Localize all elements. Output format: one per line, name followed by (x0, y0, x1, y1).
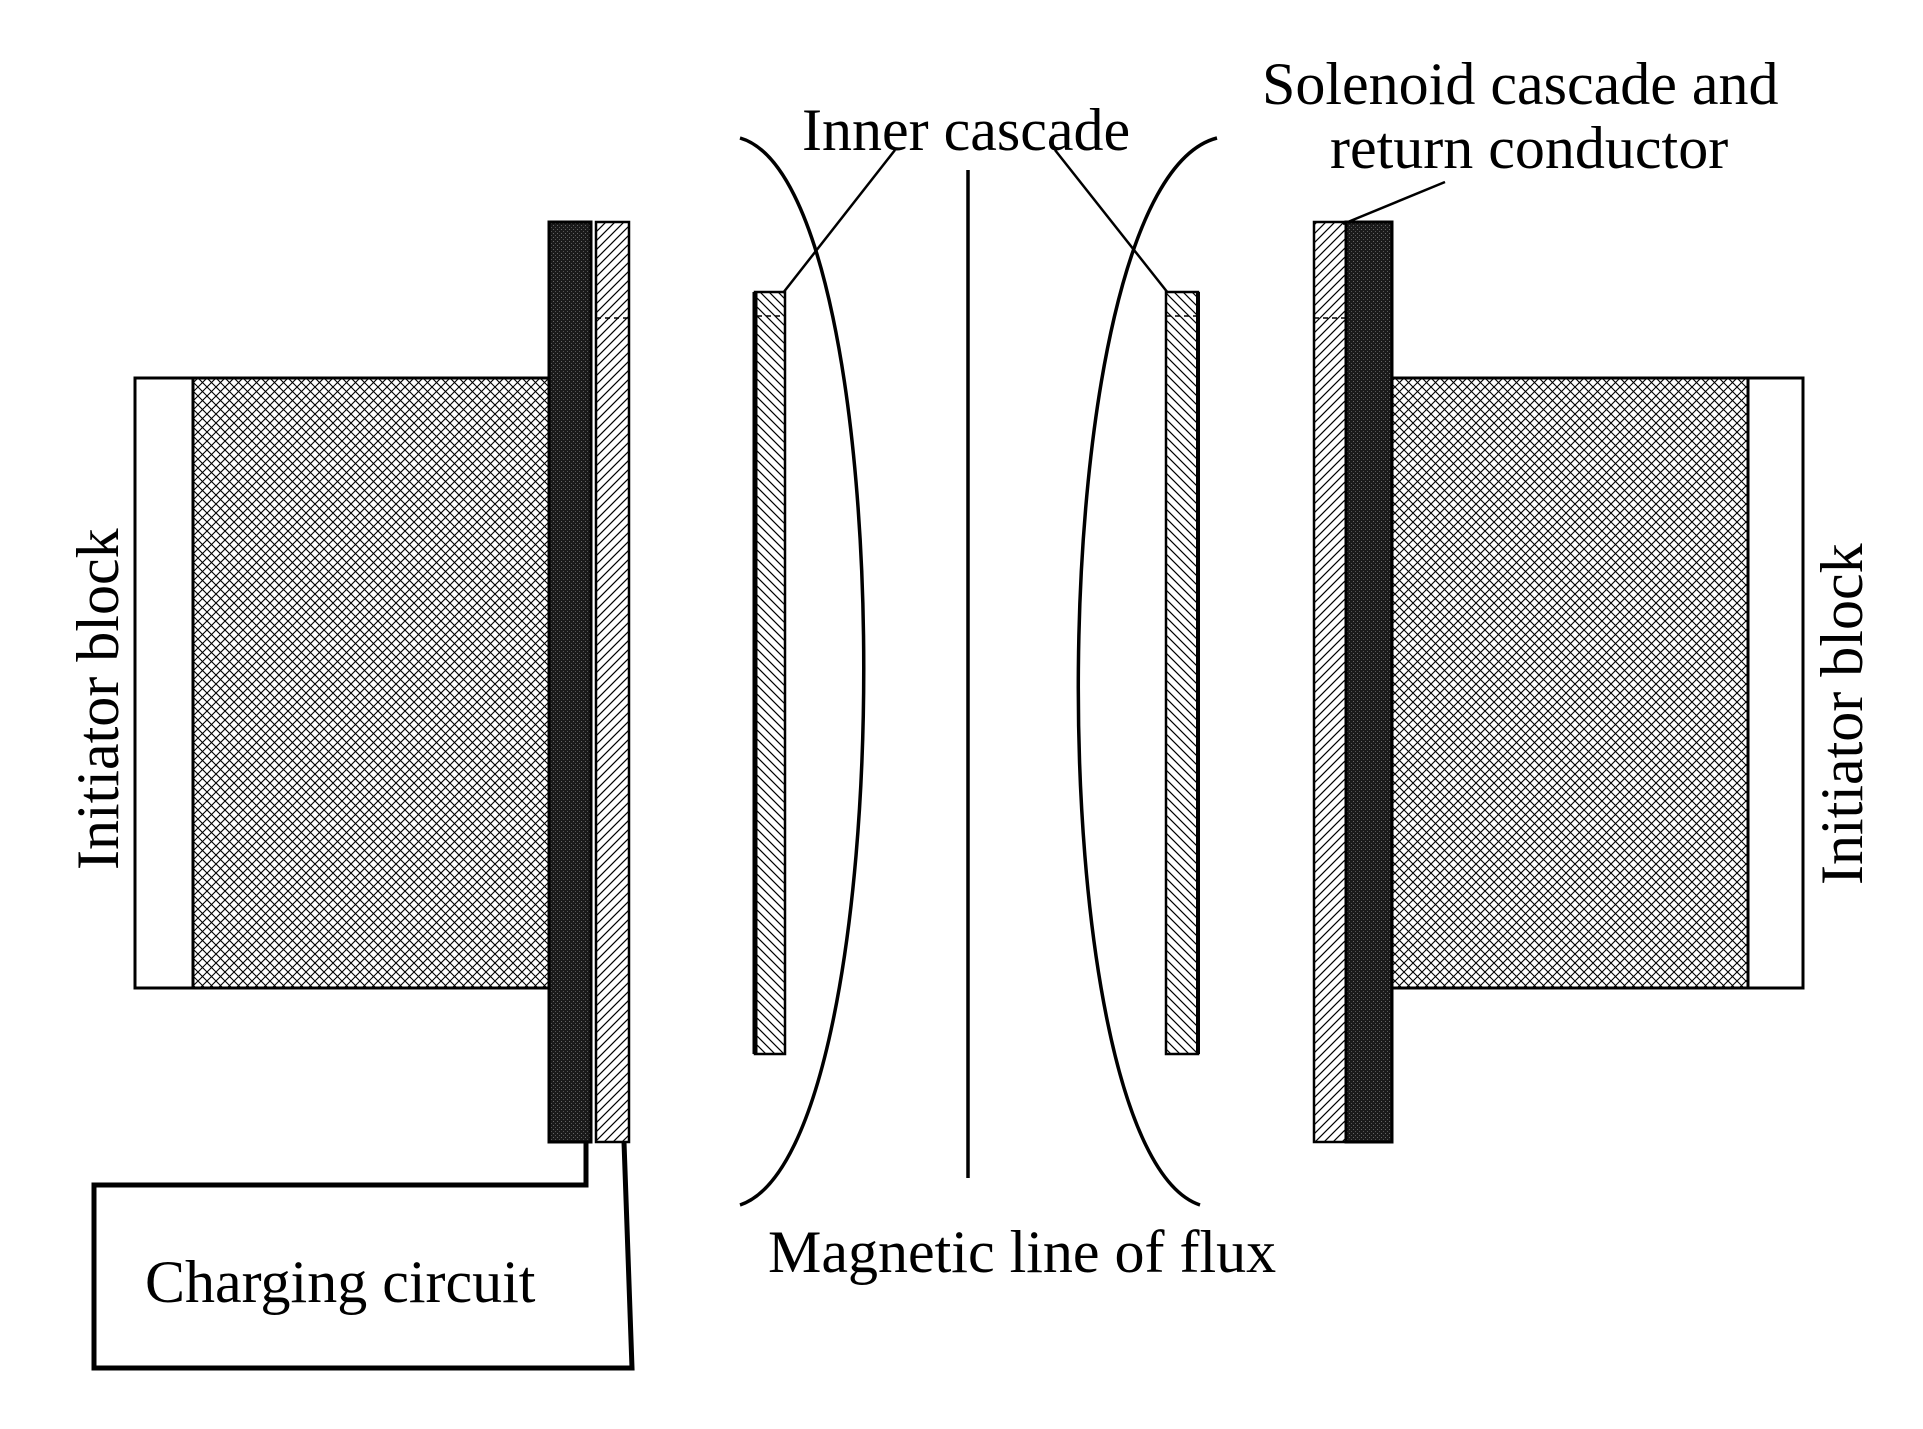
right-assembly (1312, 220, 1805, 1144)
left-flux-curve (739, 136, 866, 1207)
charging-circuit-box (91, 1141, 635, 1371)
right-inner-cascade-plate (1164, 290, 1200, 1056)
charging-circuit-label: Charging circuit (145, 1249, 536, 1315)
left-explosive-charge (191, 376, 551, 990)
right-flux-curve (1076, 136, 1218, 1207)
left-inner-cascade (752, 290, 787, 1056)
leader-lines (782, 149, 1446, 294)
solenoid-label-line2: return conductor (1330, 115, 1728, 181)
right-initiator-label: Initiator block (1809, 543, 1875, 885)
right-explosive-charge (1390, 376, 1750, 990)
solenoid-label-line1: Solenoid cascade and (1262, 51, 1778, 117)
left-return-conductor (594, 220, 631, 1144)
inner-cascade-leader-right (1054, 149, 1169, 294)
magnetic-flux-label: Magnetic line of flux (768, 1219, 1276, 1285)
left-solenoid-cascade (547, 220, 593, 1144)
inner-cascade-label: Inner cascade (802, 97, 1130, 163)
charging-circuit: Charging circuit (91, 1141, 635, 1371)
left-initiator-block (133, 376, 195, 990)
solenoid-leader (1342, 180, 1446, 226)
right-solenoid-cascade (1344, 220, 1394, 1144)
left-inner-cascade-plate (753, 290, 787, 1056)
right-initiator-block (1746, 376, 1805, 990)
right-return-conductor (1312, 220, 1348, 1144)
inner-cascade-leader-left (782, 149, 896, 294)
left-assembly (133, 220, 631, 1144)
left-initiator-label: Initiator block (65, 528, 131, 870)
magnetic-flux-lines (739, 136, 1218, 1207)
right-inner-cascade (1164, 290, 1200, 1056)
